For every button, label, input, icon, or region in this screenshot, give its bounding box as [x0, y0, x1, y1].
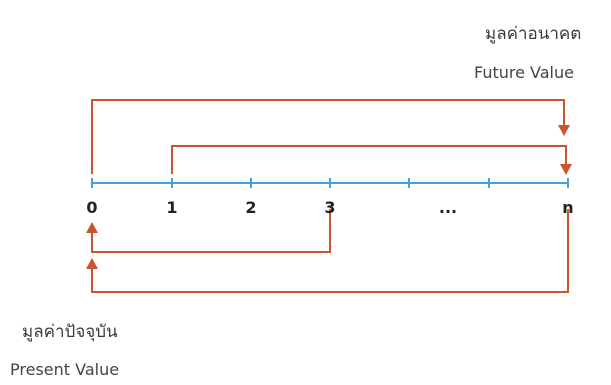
- future-value-thai-label: มูลค่าอนาคต: [485, 24, 582, 44]
- arrow-n-to-0-discount: [91, 209, 569, 293]
- tick-label-3: 3: [324, 198, 336, 217]
- tick-label-2: 2: [245, 198, 257, 217]
- tick-label-1: 1: [166, 198, 178, 217]
- tick-label-ellipsis: ...: [438, 198, 458, 217]
- arrowhead-n-to-0-discount: [86, 258, 98, 269]
- tick-label-0: 0: [86, 198, 98, 217]
- present-value-thai-label: มูลค่าปัจจุบัน: [22, 322, 118, 342]
- arrowhead-1-to-n-compound: [560, 164, 572, 175]
- arrow-0-to-n-compound: [91, 99, 565, 174]
- present-value-english-label: Present Value: [10, 360, 120, 379]
- tick-label-n: n: [562, 198, 574, 217]
- arrowhead-3-to-0-discount: [86, 222, 98, 233]
- arrowhead-0-to-n-compound: [558, 125, 570, 136]
- future-value-english-label: Future Value: [474, 63, 574, 82]
- timeline-ticks: [91, 178, 569, 188]
- arrow-3-to-0-discount: [91, 209, 331, 253]
- arrow-1-to-n-compound: [171, 145, 567, 174]
